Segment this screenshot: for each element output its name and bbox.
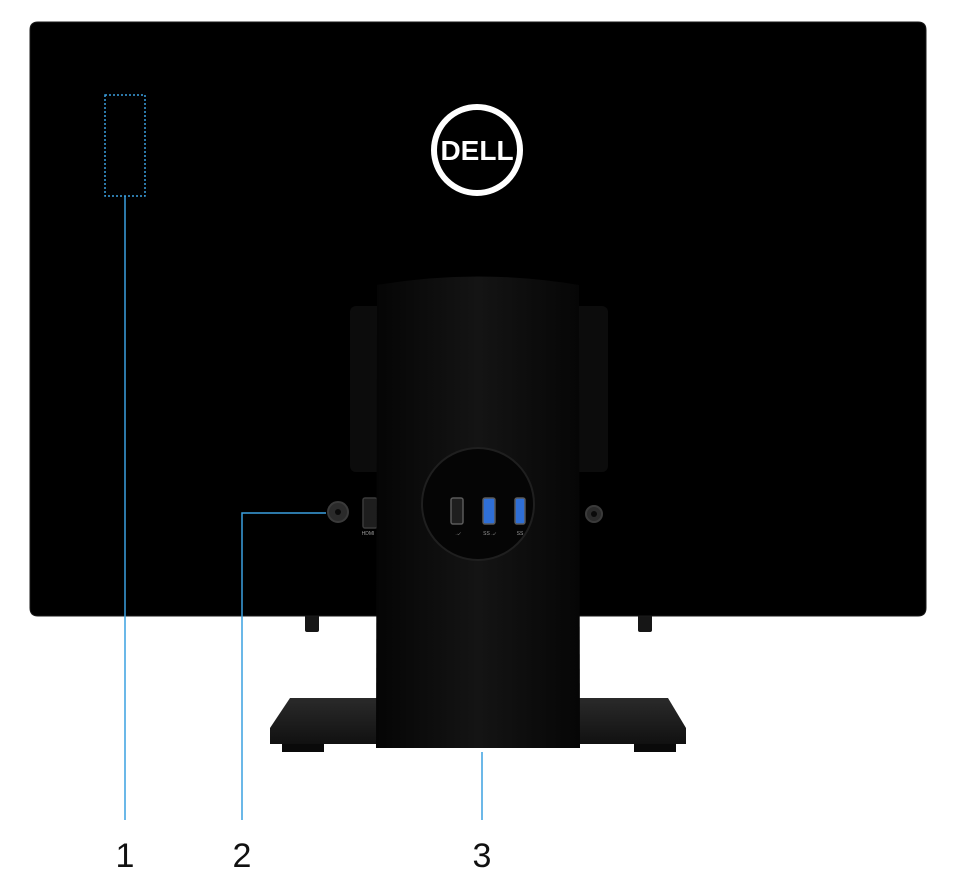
callout-number-3: 3 — [472, 837, 492, 875]
callout-number-1: 1 — [115, 837, 135, 875]
usb-label-2: SS→̷ — [483, 531, 497, 537]
svg-text:DELL: DELL — [440, 135, 513, 166]
callout-number-2: 2 — [232, 837, 252, 875]
hdmi-label: HDMI — [362, 531, 375, 537]
leader-lines — [124, 196, 483, 820]
usb-port-2-icon — [482, 497, 496, 525]
usb-label-3: SS — [517, 531, 524, 537]
cable-opening: →̷ SS→̷ SS — [421, 447, 535, 561]
leader-line-2 — [241, 512, 326, 820]
usb-label-1: →̷ — [455, 531, 462, 537]
hdmi-port-icon — [362, 497, 378, 529]
usb-port-3-icon — [514, 497, 526, 525]
usb-port-1-icon — [450, 497, 464, 525]
dell-logo: DELL — [431, 104, 523, 196]
